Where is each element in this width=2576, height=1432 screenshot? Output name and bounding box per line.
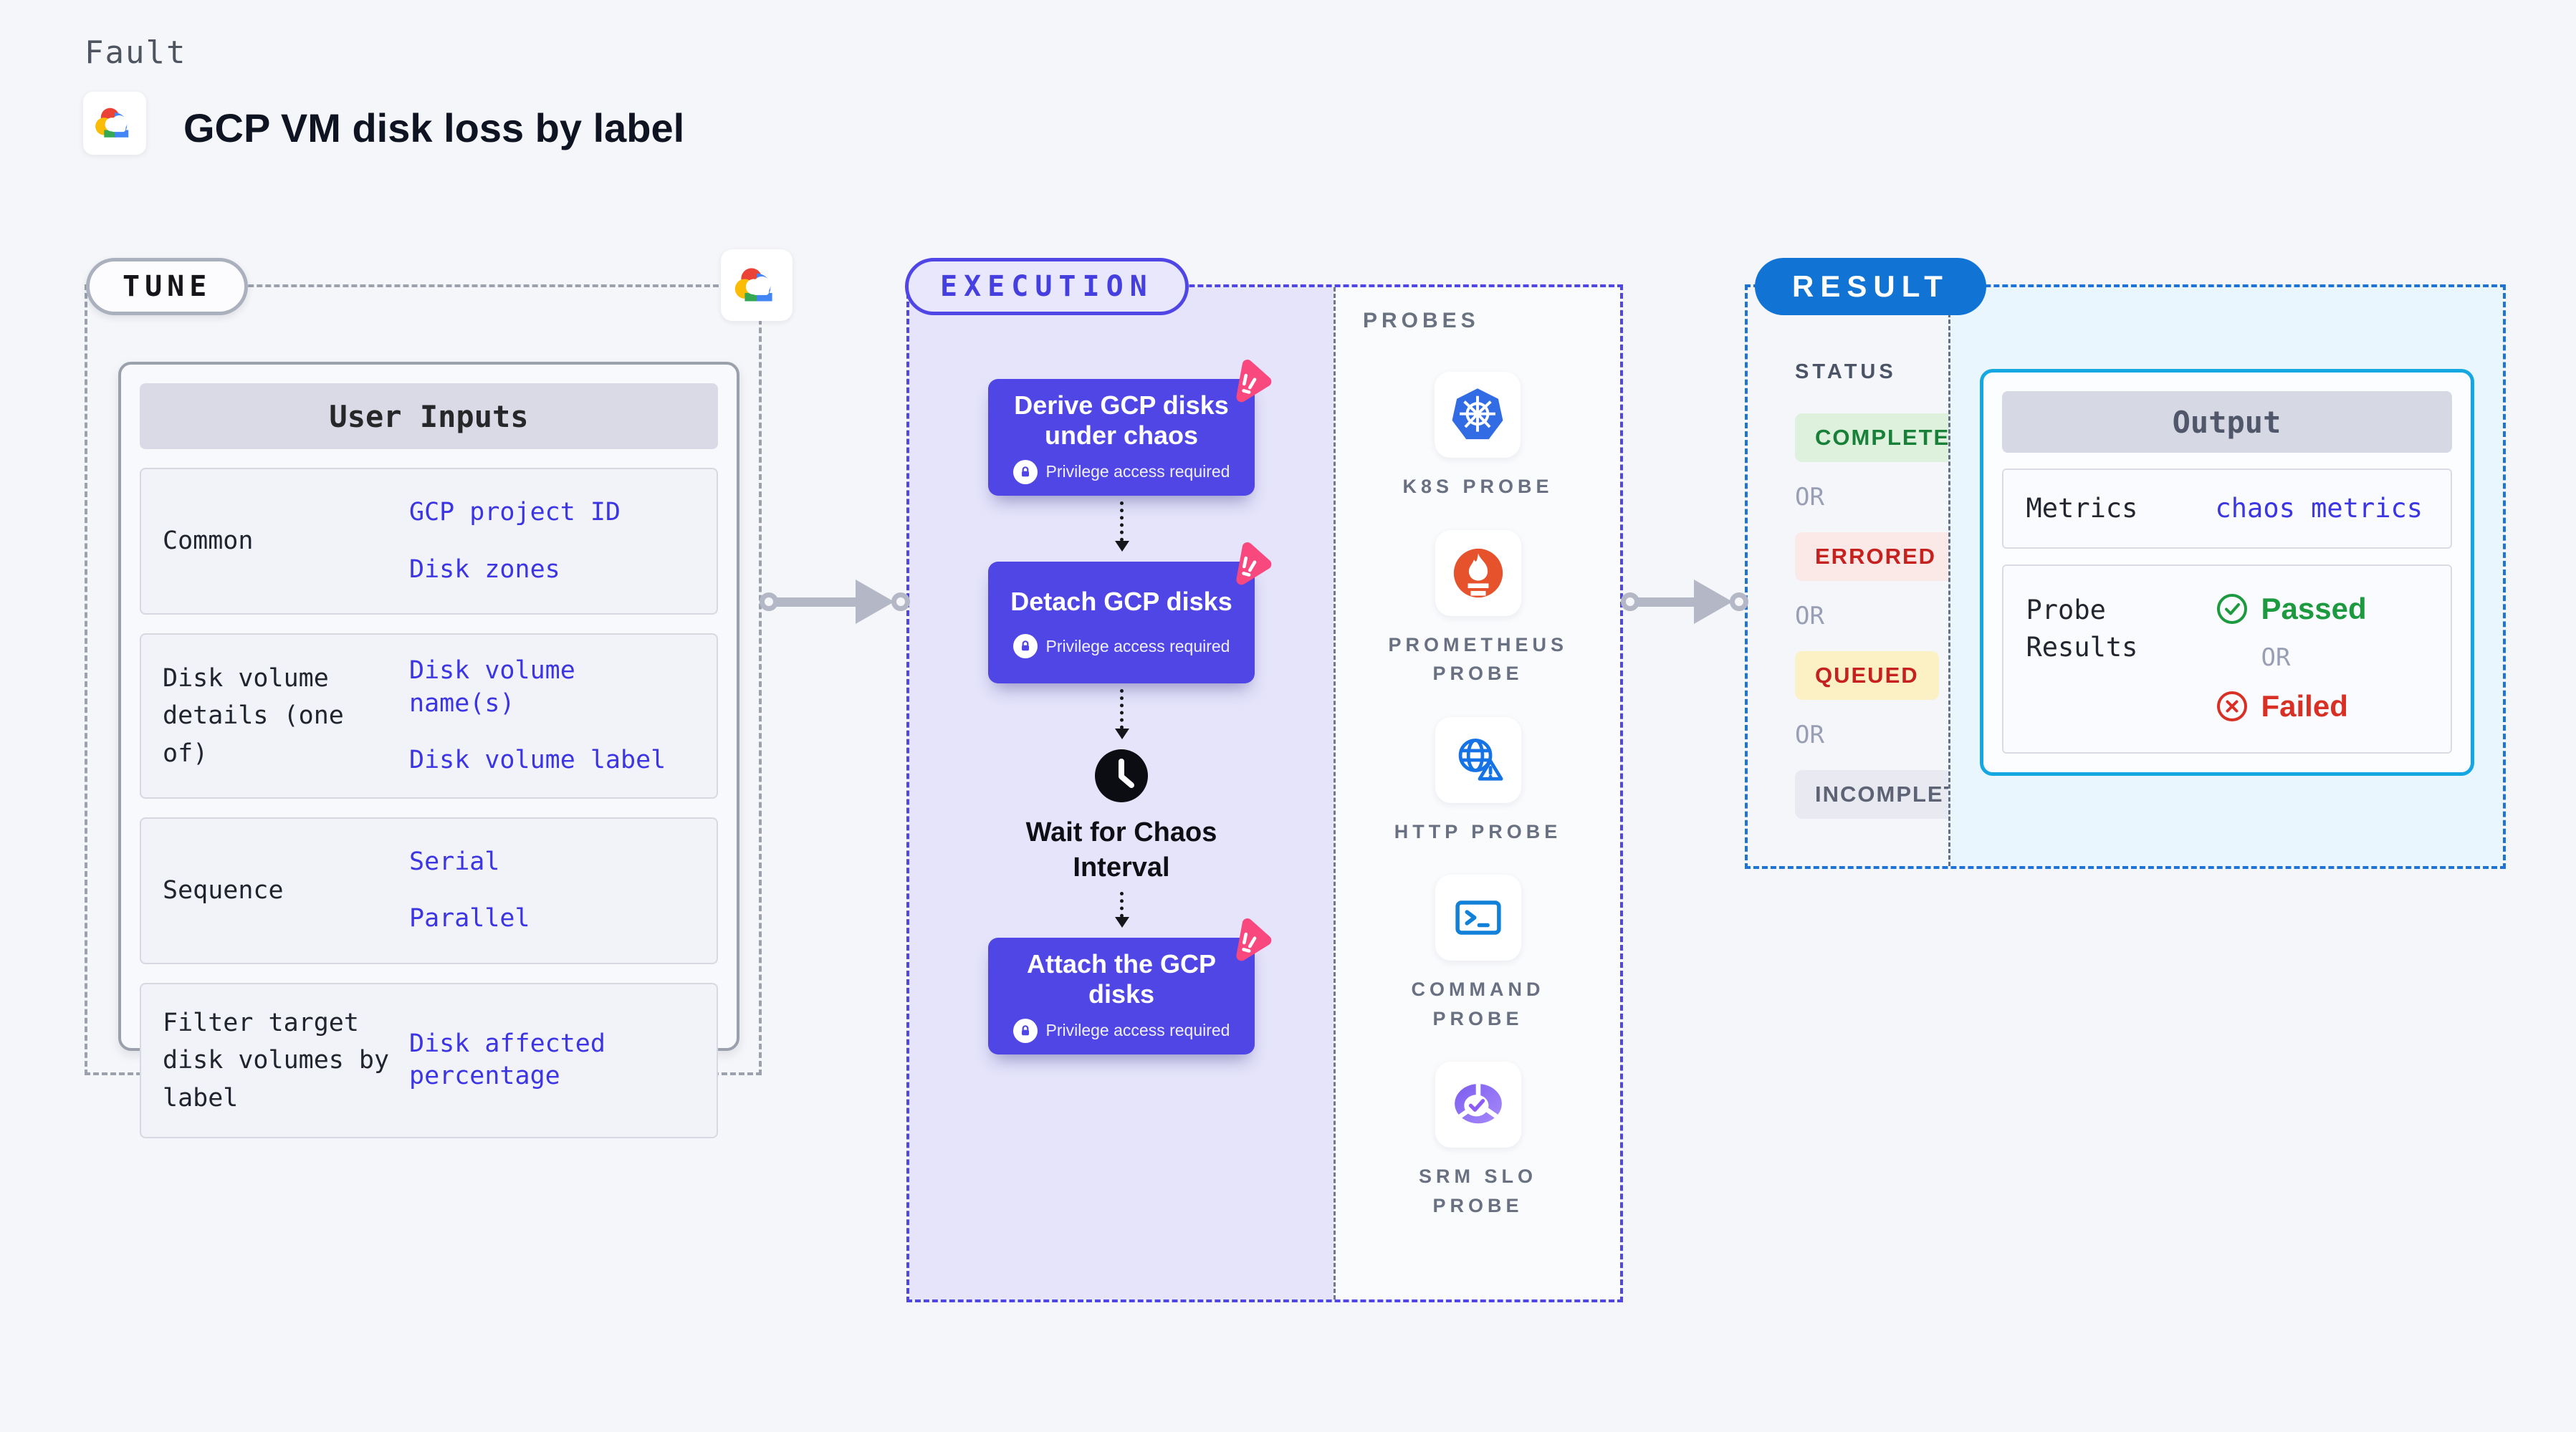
connector-dot <box>760 592 778 611</box>
status-heading: STATUS <box>1795 360 1897 383</box>
flow-connector-down <box>1114 891 1129 928</box>
connector-dot <box>1730 592 1748 611</box>
input-row-label: Filter target disk volumes by label <box>163 1008 390 1113</box>
lock-icon <box>1012 1018 1038 1043</box>
output-row-metrics: Metrics chaos metrics <box>2001 468 2452 549</box>
input-row-disk-volume-details: Disk volume details (one of) Disk volume… <box>140 633 718 799</box>
status-badge-queued: QUEUED <box>1795 651 1939 700</box>
slo-pie-icon <box>1435 1062 1521 1148</box>
tune-to-execution-arrow <box>760 580 910 624</box>
step-derive-gcp-disks: Derive GCP disks under chaos Privilege a… <box>988 360 1272 496</box>
gcp-cloud-icon <box>731 262 782 308</box>
output-card: Output Metrics chaos metrics Probe Resul… <box>1979 369 2474 776</box>
input-value-link[interactable]: Disk volume label <box>409 746 666 774</box>
flow-connector-down <box>1114 501 1129 552</box>
input-row-sequence: Sequence Serial Parallel <box>140 817 718 964</box>
wait-step-label: Wait for Chaos Interval <box>1025 817 1217 883</box>
user-inputs-card: User Inputs Common GCP project ID Disk z… <box>118 362 739 1138</box>
probe-outcome-passed: Passed <box>2216 592 2367 626</box>
chaos-pin-icon <box>1222 913 1275 966</box>
probe-label: K8S PROBE <box>1402 476 1553 497</box>
lock-icon <box>1012 634 1038 659</box>
wait-clock-icon <box>1095 749 1148 802</box>
tune-badge: TUNE <box>86 258 249 315</box>
failed-label: Failed <box>2261 688 2348 723</box>
input-row-label: Common <box>163 527 254 556</box>
probes-heading: PROBES <box>1363 309 1480 332</box>
execution-to-result-arrow <box>1621 580 1748 624</box>
input-row-filter-by-label: Filter target disk volumes by label Disk… <box>140 982 718 1138</box>
input-value-link[interactable]: Parallel <box>409 904 530 933</box>
input-value-link[interactable]: Disk volume name(s) <box>409 656 575 718</box>
privilege-note: Privilege access required <box>1045 1021 1230 1040</box>
gcp-cloud-icon <box>92 102 138 144</box>
probe-outcome-failed: Failed <box>2216 689 2367 724</box>
execution-flow-panel: Derive GCP disks under chaos Privilege a… <box>909 287 1334 1299</box>
output-row-probe-results: Probe Results Passed OR <box>2001 564 2452 754</box>
or-separator: OR <box>1795 483 1824 511</box>
passed-label: Passed <box>2261 591 2367 625</box>
arrow-shaft <box>1638 597 1695 607</box>
input-value-link[interactable]: Disk zones <box>409 554 560 584</box>
x-circle-icon <box>2216 691 2247 721</box>
probe-label: SRM SLO PROBE <box>1418 1166 1537 1216</box>
probe-label: COMMAND PROBE <box>1411 979 1545 1029</box>
result-section-box: STATUS COMPLETED OR ERRORED OR QUEUED OR… <box>1745 284 2506 869</box>
probe-label: HTTP PROBE <box>1394 820 1562 842</box>
connector-dot <box>891 592 910 611</box>
step-title: Attach the GCP disks <box>1026 948 1217 1009</box>
input-value-link[interactable]: Disk affected percentage <box>409 1029 605 1091</box>
flow-connector-down <box>1114 688 1129 739</box>
chaos-metrics-link[interactable]: chaos metrics <box>2215 492 2423 524</box>
execution-section-box: Derive GCP disks under chaos Privilege a… <box>906 284 1623 1302</box>
input-row-label: Sequence <box>163 875 284 905</box>
probe-item-command: COMMAND PROBE <box>1389 875 1568 1033</box>
chaos-pin-icon <box>1222 537 1275 591</box>
probe-item-srm-slo: SRM SLO PROBE <box>1389 1062 1568 1220</box>
user-inputs-title: User Inputs <box>140 383 718 449</box>
check-circle-icon <box>2216 593 2247 624</box>
status-badge-errored: ERRORED <box>1795 532 1957 581</box>
probe-label: PROMETHEUS PROBE <box>1388 633 1569 685</box>
or-separator: OR <box>1795 721 1824 749</box>
result-status-panel: STATUS COMPLETED OR ERRORED OR QUEUED OR… <box>1748 287 2013 866</box>
or-separator: OR <box>1795 602 1824 630</box>
privilege-note: Privilege access required <box>1045 636 1230 655</box>
page-title: GCP VM disk loss by label <box>183 105 685 150</box>
prometheus-icon <box>1435 529 1521 616</box>
arrow-shaft <box>777 597 857 607</box>
input-row-common: Common GCP project ID Disk zones <box>140 468 718 615</box>
execution-badge: EXECUTION <box>905 258 1189 315</box>
probe-item-prometheus: PROMETHEUS PROBE <box>1388 529 1569 688</box>
step-attach-gcp-disks: Attach the GCP disks Privilege access re… <box>988 918 1272 1054</box>
input-value-link[interactable]: Serial <box>409 847 500 876</box>
result-badge: RESULT <box>1755 258 1986 315</box>
connector-dot <box>1621 592 1639 611</box>
fault-eyebrow: Fault <box>85 34 187 71</box>
lock-icon <box>1012 459 1038 484</box>
chaos-pin-icon <box>1222 355 1275 408</box>
kubernetes-icon <box>1435 372 1521 458</box>
gcp-logo-card <box>83 92 146 155</box>
probe-results-label: Probe Results <box>2026 594 2138 663</box>
privilege-note: Privilege access required <box>1045 462 1230 481</box>
arrow-head <box>856 580 894 624</box>
metrics-label: Metrics <box>2026 493 2138 524</box>
http-globe-icon <box>1435 716 1521 803</box>
step-title: Derive GCP disks under chaos <box>1014 390 1229 451</box>
arrow-head <box>1694 580 1733 624</box>
step-title: Detach GCP disks <box>1010 586 1232 616</box>
output-title: Output <box>2001 391 2452 453</box>
step-detach-gcp-disks: Detach GCP disks Privilege access requir… <box>988 542 1272 683</box>
probes-panel: PROBES <box>1334 287 1620 1299</box>
probe-item-http: HTTP PROBE <box>1394 716 1562 847</box>
input-row-label: Disk volume details (one of) <box>163 663 344 768</box>
or-separator: OR <box>2261 643 2291 672</box>
terminal-icon <box>1435 875 1521 961</box>
probe-item-k8s: K8S PROBE <box>1402 372 1553 501</box>
gcp-corner-logo-card <box>721 249 793 321</box>
input-value-link[interactable]: GCP project ID <box>409 498 621 527</box>
result-output-panel: Output Metrics chaos metrics Probe Resul… <box>1948 287 2503 866</box>
